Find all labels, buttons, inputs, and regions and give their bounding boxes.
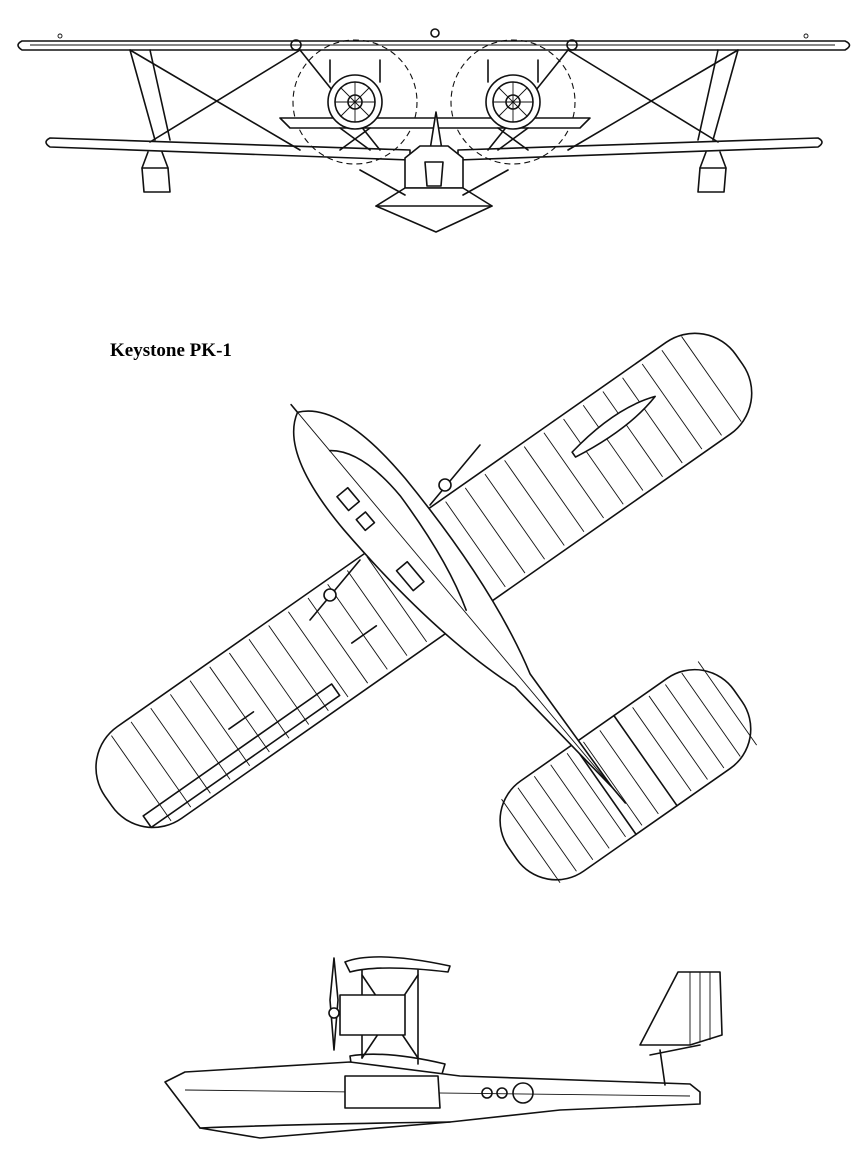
plan-view <box>95 332 758 883</box>
front-upper-wing <box>17 40 851 51</box>
side-propeller <box>329 957 339 1051</box>
plan-right-propeller <box>429 444 481 506</box>
side-float <box>344 1075 441 1109</box>
plan-hull <box>290 403 627 804</box>
side-view <box>164 956 723 1139</box>
front-lower-wing <box>45 137 411 161</box>
left-propeller-disc <box>292 39 418 165</box>
plan-left-propeller <box>309 559 361 621</box>
front-right-float <box>697 167 727 193</box>
front-left-float <box>141 167 171 193</box>
side-upper-wing <box>344 956 451 973</box>
side-tail-fin <box>639 971 723 1046</box>
front-top-fitting <box>430 28 440 38</box>
side-engine-nacelle <box>339 994 406 1036</box>
plan-tailplane <box>499 661 758 883</box>
front-view <box>17 28 851 233</box>
aircraft-title: Keystone PK-1 <box>110 340 232 361</box>
right-propeller-disc <box>450 39 576 165</box>
